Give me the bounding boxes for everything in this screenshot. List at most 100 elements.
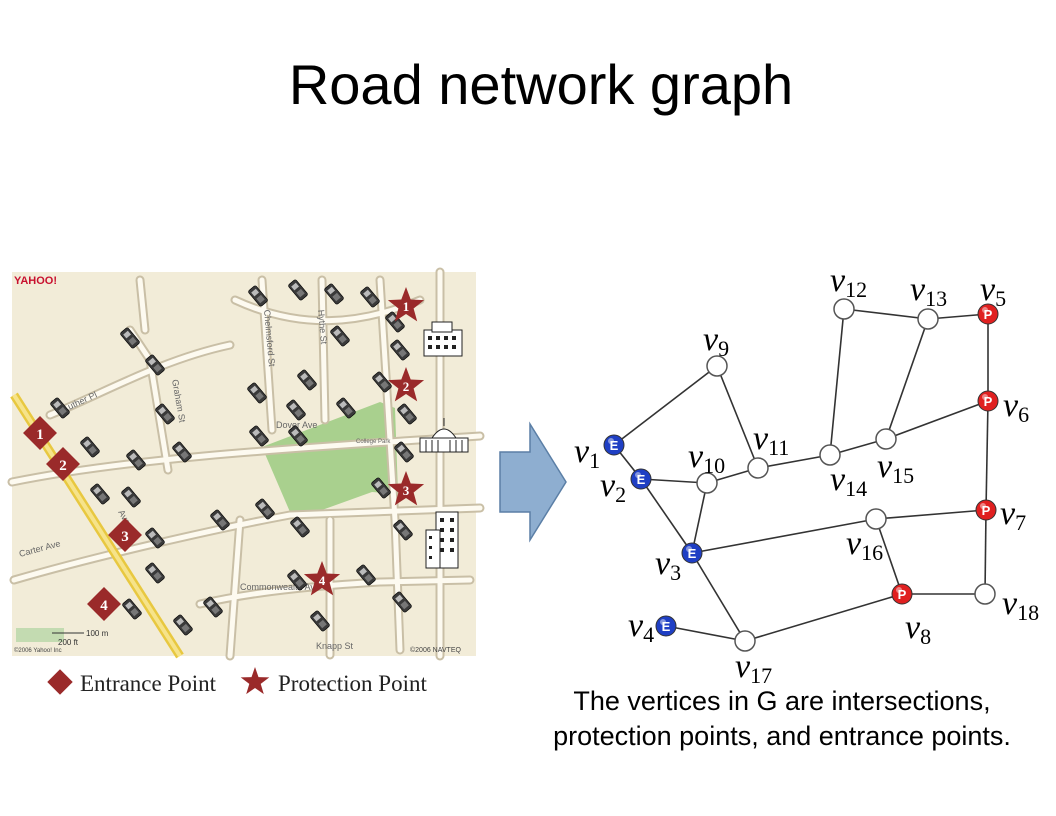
graph-edge xyxy=(716,365,759,469)
street-label: Knapp St xyxy=(316,641,354,651)
camera-sensor-icon xyxy=(210,509,230,531)
vertex-label: v18 xyxy=(1002,585,1039,625)
graph-edge xyxy=(885,318,929,440)
camera-sensor-icon xyxy=(255,498,275,520)
camera-sensor-icon xyxy=(288,425,308,447)
legend-protection-star-icon xyxy=(240,667,270,695)
legend-entrance-diamond-icon xyxy=(47,669,73,695)
vertex-v10-intersection xyxy=(696,472,718,494)
vertex-v2-entrance: E xyxy=(630,468,652,490)
camera-sensor-icon xyxy=(336,397,356,419)
camera-sensor-icon xyxy=(390,339,410,361)
vertex-letter: P xyxy=(982,503,991,518)
copyright-yahoo: ©2006 Yahoo! Inc xyxy=(14,647,62,654)
vertex-letter: E xyxy=(637,472,646,487)
office-tower-icon xyxy=(425,511,459,569)
graph-edge xyxy=(613,365,718,446)
protection-marker-label: 1 xyxy=(403,299,410,314)
scale-feet: 200 ft xyxy=(58,638,79,647)
camera-sensor-icon xyxy=(145,527,165,549)
scale-meters: 100 m xyxy=(86,629,109,638)
camera-sensor-icon xyxy=(324,283,344,305)
vertex-label: v12 xyxy=(830,262,867,302)
camera-sensor-icon xyxy=(288,279,308,301)
camera-sensor-icon xyxy=(290,516,310,538)
protection-marker: 3 xyxy=(387,471,425,506)
vertex-label: v15 xyxy=(877,448,914,488)
vertex-v9-intersection xyxy=(706,355,728,377)
copyright-navteq: ©2006 NAVTEQ xyxy=(410,646,461,654)
graph-edge xyxy=(640,478,708,484)
vertex-letter: P xyxy=(984,307,993,322)
camera-sensor-icon xyxy=(372,371,392,393)
camera-sensor-icon xyxy=(356,564,376,586)
vertex-label: v9 xyxy=(703,321,729,361)
camera-sensor-icon xyxy=(173,614,193,636)
vertex-v6-protection: P xyxy=(977,390,999,412)
camera-sensor-icon xyxy=(394,441,414,463)
camera-sensor-icon xyxy=(248,285,268,307)
camera-sensor-icon xyxy=(145,354,165,376)
vertex-label: v5 xyxy=(980,271,1006,311)
protection-marker-label: 4 xyxy=(319,573,326,588)
graph-edge xyxy=(757,454,831,469)
graph-edge xyxy=(665,625,746,642)
vertex-v11-intersection xyxy=(747,457,769,479)
camera-sensor-icon xyxy=(126,449,146,471)
camera-sensor-icon xyxy=(249,425,269,447)
protection-marker: 1 xyxy=(387,287,425,322)
graph-edge xyxy=(875,518,903,595)
vertex-label: v17 xyxy=(735,648,772,688)
vertex-v5-protection: P xyxy=(977,303,999,325)
street-label: College Park xyxy=(356,439,391,445)
graph-edge xyxy=(744,593,903,642)
scale-inset xyxy=(16,628,64,642)
vertex-letter: E xyxy=(610,438,619,453)
vertex-label: v7 xyxy=(1000,495,1026,535)
camera-sensor-icon xyxy=(121,486,141,508)
camera-sensor-icon xyxy=(50,397,70,419)
vertex-letter: E xyxy=(688,546,697,561)
camera-sensor-icon xyxy=(120,327,140,349)
legend-protection-label: Protection Point xyxy=(278,671,427,696)
protection-marker-label: 2 xyxy=(403,379,410,394)
vertex-v15-intersection xyxy=(875,428,897,450)
camera-sensor-icon xyxy=(393,519,413,541)
vertex-v16-intersection xyxy=(865,508,887,530)
camera-sensor-icon xyxy=(330,325,350,347)
graph-edge xyxy=(875,509,987,520)
vertex-label: v14 xyxy=(830,461,867,501)
street-label: Dover Ave xyxy=(276,420,317,430)
camera-sensor-icon xyxy=(297,369,317,391)
vertex-label: v16 xyxy=(846,525,883,565)
graph-edge xyxy=(984,509,987,595)
yahoo-logo: YAHOO! xyxy=(14,275,57,287)
graph-edge xyxy=(691,518,877,554)
camera-sensor-icon xyxy=(287,569,307,591)
vertex-v1-entrance: E xyxy=(603,434,625,456)
vertex-v13-intersection xyxy=(917,308,939,330)
vertex-v8-protection: P xyxy=(891,583,913,605)
camera-sensor-icon xyxy=(371,477,391,499)
camera-sensor-icon xyxy=(90,483,110,505)
svg-text:3: 3 xyxy=(121,529,129,545)
graph-edge xyxy=(691,552,746,642)
graph-edge xyxy=(640,478,693,554)
vertex-v3-entrance: E xyxy=(681,542,703,564)
camera-sensor-icon xyxy=(385,311,405,333)
legend-entrance-label: Entrance Point xyxy=(80,671,217,696)
park-area xyxy=(262,402,398,512)
camera-sensor-icon xyxy=(145,562,165,584)
graph-edge xyxy=(829,308,845,456)
capitol-building-icon xyxy=(419,418,469,453)
svg-text:1: 1 xyxy=(36,427,44,443)
vertex-label: v6 xyxy=(1003,387,1029,427)
protection-marker: 2 xyxy=(387,367,425,402)
graph-edge xyxy=(885,400,989,440)
vertex-v18-intersection xyxy=(974,583,996,605)
vertex-label: v4 xyxy=(628,607,654,647)
svg-text:4: 4 xyxy=(100,598,108,614)
camera-sensor-icon xyxy=(172,441,192,463)
camera-sensor-icon xyxy=(392,591,412,613)
